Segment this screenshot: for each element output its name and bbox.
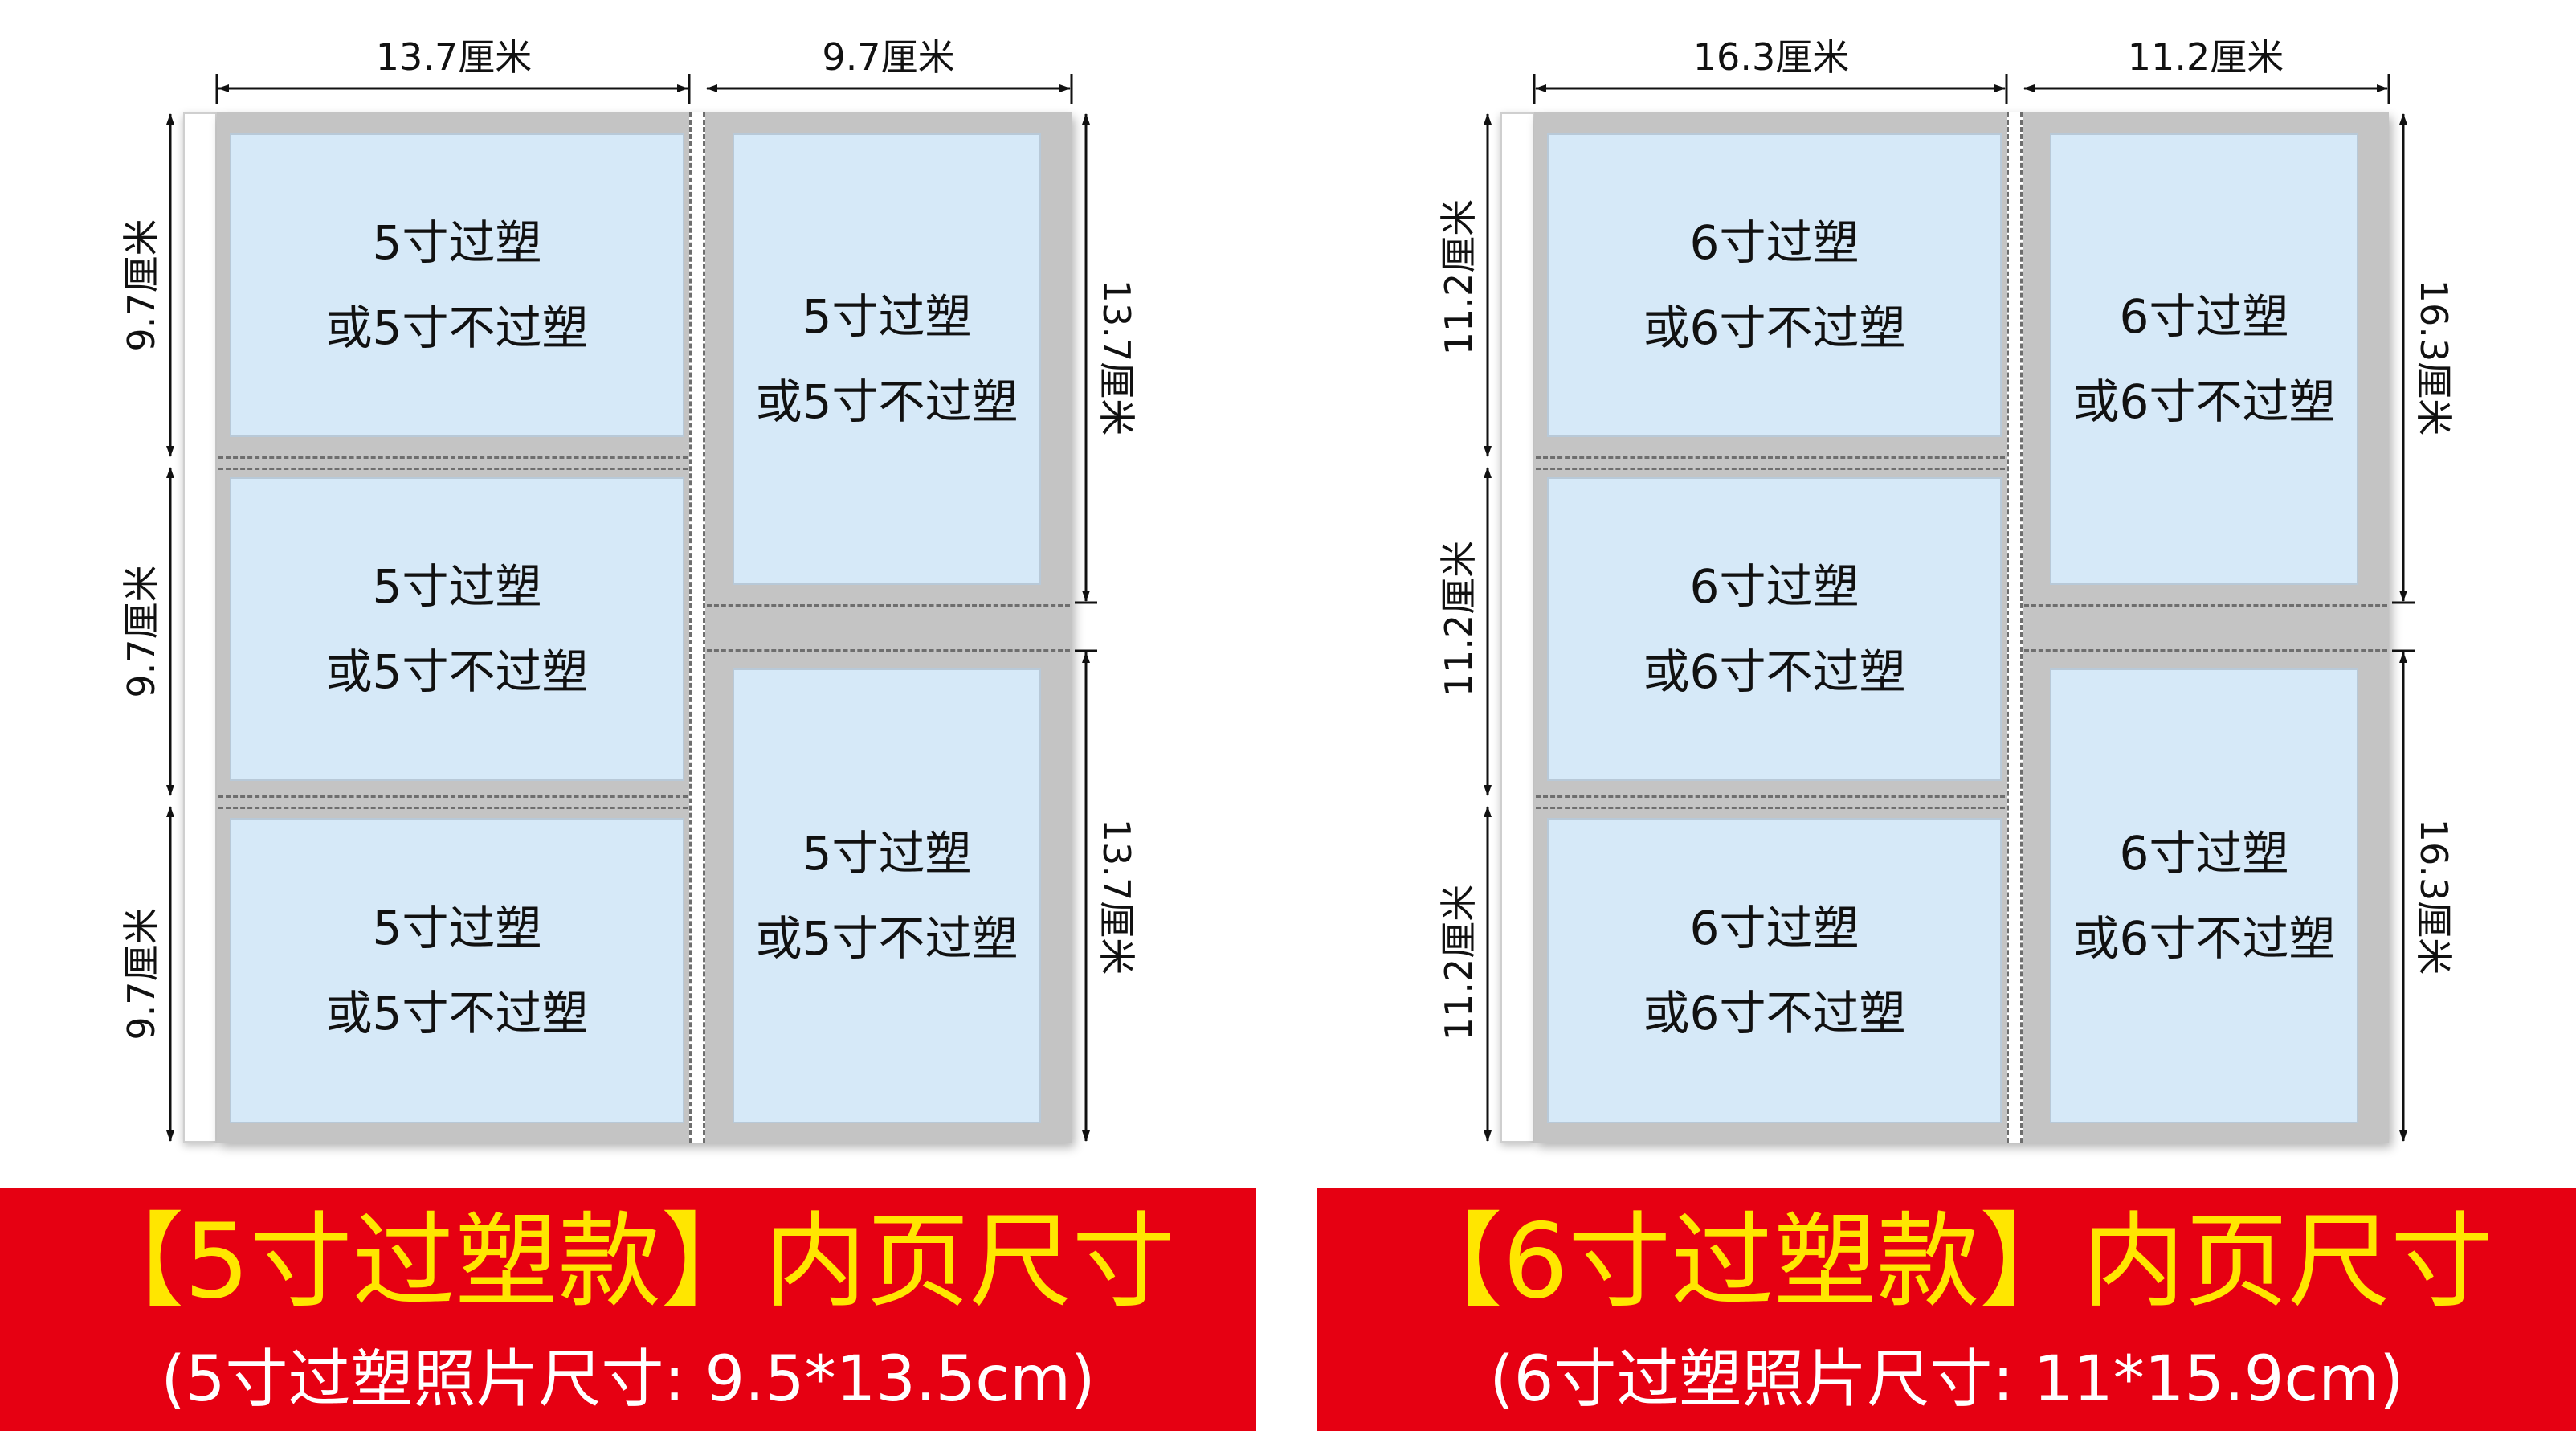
vertical-separator — [2007, 112, 2023, 1143]
photo-slot: 6寸过塑 或6寸不过塑 — [1547, 818, 2002, 1123]
separator-line — [218, 468, 688, 470]
slot-label: 6寸过塑 — [2119, 289, 2289, 344]
dim-left-1: 11.2厘米 — [1437, 198, 1480, 356]
dim-left-2: 11.2厘米 — [1437, 540, 1480, 697]
photo-slot: 5寸过塑 或5寸不过塑 — [230, 818, 684, 1123]
slot-label: 5寸过塑 — [372, 901, 542, 955]
slot-label-alt: 或5寸不过塑 — [755, 911, 1019, 966]
slot-label-alt: 或5寸不过塑 — [325, 301, 589, 355]
banner-subtitle: (6寸过塑照片尺寸: 11*15.9cm) — [1489, 1343, 2404, 1416]
vertical-separator — [689, 112, 705, 1143]
separator-line — [707, 604, 1070, 607]
slot-label: 6寸过塑 — [2119, 826, 2289, 881]
slot-label: 6寸过塑 — [1689, 901, 1860, 955]
photo-slot: 5寸过塑 或5寸不过塑 — [733, 133, 1041, 585]
separator-line — [218, 456, 688, 459]
dim-top-width-2: 9.7厘米 — [822, 35, 955, 79]
dim-right-1: 13.7厘米 — [1095, 279, 1138, 436]
photo-slot: 6寸过塑 或6寸不过塑 — [1547, 133, 2002, 437]
dim-top-width: 16.3厘米 — [1692, 35, 1850, 79]
slot-label-alt: 或5寸不过塑 — [755, 374, 1019, 429]
banner-subtitle: (5寸过塑照片尺寸: 9.5*13.5cm) — [161, 1343, 1096, 1416]
dim-right-1: 16.3厘米 — [2412, 279, 2456, 436]
separator-line — [1536, 456, 2005, 459]
photo-slot: 5寸过塑 或5寸不过塑 — [230, 133, 684, 437]
dimension-arrows — [166, 74, 1097, 1142]
separator-line — [707, 649, 1070, 652]
dim-left-1: 9.7厘米 — [120, 219, 163, 352]
slot-label: 5寸过塑 — [802, 289, 972, 344]
slot-label: 6寸过塑 — [1689, 215, 1860, 270]
dim-right-2: 16.3厘米 — [2412, 818, 2456, 975]
panel-6-inch: 16.3厘米 11.2厘米 11.2厘米 11.2厘米 11.2厘米 16.3厘… — [1317, 0, 2576, 1431]
slot-label-alt: 或6寸不过塑 — [1643, 301, 1906, 355]
dim-left-3: 9.7厘米 — [120, 907, 163, 1041]
title-banner: 【5寸过塑款】内页尺寸 (5寸过塑照片尺寸: 9.5*13.5cm) — [0, 1188, 1256, 1431]
separator-line — [218, 807, 688, 809]
photo-slot: 5寸过塑 或5寸不过塑 — [230, 477, 684, 781]
separator-line — [1536, 807, 2005, 809]
slot-label-alt: 或5寸不过塑 — [325, 644, 589, 699]
separator-line — [1536, 795, 2005, 798]
binding-strip — [183, 112, 217, 1143]
panel-5-inch: 13.7厘米 9.7厘米 9.7厘米 9.7厘米 9.7厘米 13.7厘米 13… — [0, 0, 1256, 1431]
banner-title: 【5寸过塑款】内页尺寸 — [81, 1202, 1175, 1322]
dim-top-width-2: 11.2厘米 — [2127, 35, 2284, 79]
slot-label-alt: 或6寸不过塑 — [1643, 644, 1906, 699]
photo-slot: 5寸过塑 或5寸不过塑 — [733, 668, 1041, 1123]
slot-label: 5寸过塑 — [802, 826, 972, 881]
slot-label: 6寸过塑 — [1689, 559, 1860, 614]
slot-label-alt: 或6寸不过塑 — [2072, 374, 2336, 429]
slot-label: 5寸过塑 — [372, 215, 542, 270]
separator-line — [218, 795, 688, 798]
dim-left-3: 11.2厘米 — [1437, 884, 1480, 1041]
photo-slot: 6寸过塑 或6寸不过塑 — [2050, 668, 2358, 1123]
slot-label-alt: 或6寸不过塑 — [2072, 911, 2336, 966]
separator-line — [1536, 468, 2005, 470]
binding-strip — [1500, 112, 1534, 1143]
banner-title: 【6寸过塑款】内页尺寸 — [1399, 1202, 2494, 1322]
dim-left-2: 9.7厘米 — [120, 565, 163, 698]
separator-line — [2024, 649, 2387, 652]
slot-label-alt: 或6寸不过塑 — [1643, 986, 1906, 1041]
photo-slot: 6寸过塑 或6寸不过塑 — [2050, 133, 2358, 585]
slot-label-alt: 或5寸不过塑 — [325, 986, 589, 1041]
dim-right-2: 13.7厘米 — [1095, 818, 1138, 975]
photo-slot: 6寸过塑 或6寸不过塑 — [1547, 477, 2002, 781]
title-banner: 【6寸过塑款】内页尺寸 (6寸过塑照片尺寸: 11*15.9cm) — [1317, 1188, 2576, 1431]
dimension-arrows — [1484, 74, 2415, 1142]
dim-top-width: 13.7厘米 — [375, 35, 533, 79]
slot-label: 5寸过塑 — [372, 559, 542, 614]
separator-line — [2024, 604, 2387, 607]
